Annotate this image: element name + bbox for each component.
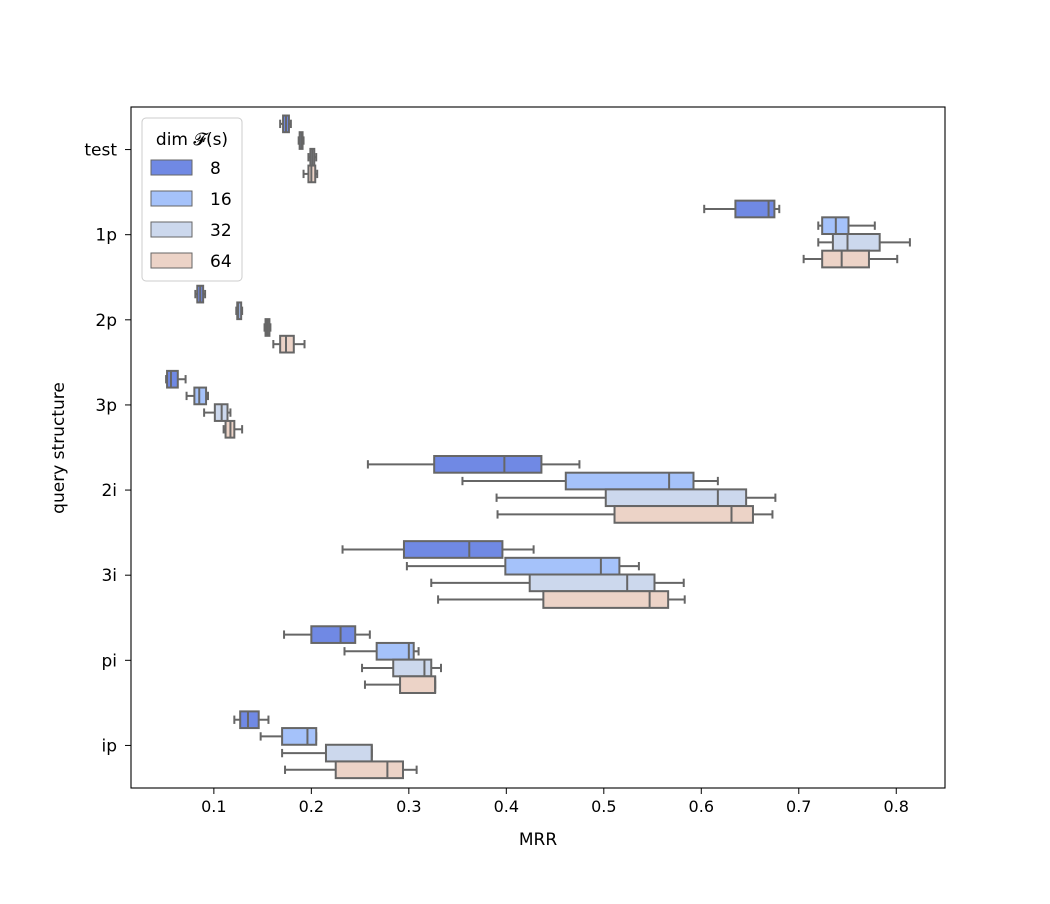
box-3i-64 — [437, 590, 686, 609]
box-iqr — [734, 199, 776, 219]
box-iqr — [324, 743, 373, 763]
y-tick-label: 2i — [101, 481, 117, 501]
box-ip-16 — [259, 727, 318, 746]
x-tick-label: 0.4 — [494, 797, 519, 816]
box-iqr — [542, 590, 670, 609]
box-1p-16 — [817, 216, 876, 236]
box-1p-64 — [802, 249, 899, 269]
box-test-16 — [297, 131, 305, 150]
x-axis-label: MRR — [519, 830, 557, 850]
box-iqr — [310, 625, 357, 644]
box-2p-8 — [194, 284, 207, 304]
legend-swatch-8 — [150, 159, 193, 176]
legend: dim 𝓕(s) 8 16 32 64 — [141, 117, 243, 282]
x-tick-label: 0.3 — [396, 797, 421, 816]
box-test-32 — [307, 147, 318, 167]
box-iqr — [613, 505, 754, 524]
box-2i-8 — [366, 455, 581, 474]
y-tick-label: test — [84, 141, 117, 161]
y-axis: test 1p 2p 3p 2i 3i pi ip — [84, 141, 131, 756]
box-ip-8 — [233, 710, 270, 730]
y-tick-label: pi — [101, 651, 117, 671]
legend-label-8: 8 — [210, 159, 221, 179]
box-3p-64 — [222, 419, 244, 439]
box-iqr — [564, 471, 695, 491]
box-pi-64 — [363, 675, 437, 695]
box-iqr — [334, 760, 404, 780]
box-iqr — [821, 249, 870, 269]
legend-swatch-32 — [150, 221, 193, 238]
box-iqr — [402, 540, 504, 559]
x-tick-label: 0.6 — [689, 797, 714, 816]
box-test-8 — [279, 114, 292, 134]
plot-frame — [130, 106, 946, 789]
box-iqr — [392, 658, 433, 678]
legend-label-64: 64 — [210, 252, 232, 272]
box-1p-32 — [817, 233, 911, 252]
box-ip-32 — [281, 743, 373, 763]
x-tick-label: 0.8 — [884, 797, 909, 816]
y-axis-label: query structure — [49, 382, 69, 514]
y-tick-label: 1p — [95, 226, 117, 246]
box-pi-8 — [283, 625, 371, 644]
box-1p-8 — [703, 199, 781, 219]
x-tick-label: 0.7 — [786, 797, 811, 816]
boxes-layer — [165, 114, 911, 780]
box-iqr — [504, 556, 621, 576]
box-iqr — [399, 675, 437, 695]
x-tick-label: 0.5 — [591, 797, 616, 816]
box-iqr — [281, 727, 318, 746]
legend-swatch-64 — [150, 252, 193, 269]
box-3i-8 — [341, 540, 535, 559]
box-2p-64 — [272, 334, 306, 354]
box-2p-16 — [235, 301, 244, 321]
box-test-64 — [302, 164, 319, 184]
box-iqr — [831, 233, 881, 252]
box-iqr — [166, 369, 179, 389]
box-iqr — [239, 710, 260, 730]
box-pi-16 — [343, 641, 420, 661]
legend-title: dim 𝓕(s) — [156, 130, 228, 150]
box-iqr — [433, 455, 543, 474]
box-2i-64 — [496, 505, 774, 524]
legend-swatch-16 — [150, 190, 193, 207]
box-3p-16 — [185, 386, 210, 406]
box-2p-32 — [263, 318, 272, 337]
legend-items: 8 16 32 64 — [150, 159, 232, 272]
y-tick-label: 2p — [95, 311, 117, 331]
box-iqr — [528, 573, 656, 593]
y-tick-label: ip — [101, 736, 117, 756]
x-tick-label: 0.1 — [201, 797, 226, 816]
box-3p-8 — [165, 369, 187, 389]
box-ip-64 — [284, 760, 418, 780]
x-axis: 0.1 0.2 0.3 0.4 0.5 0.6 0.7 0.8 — [201, 788, 909, 816]
box-3p-32 — [203, 403, 232, 422]
box-iqr — [604, 488, 748, 508]
legend-label-32: 32 — [210, 221, 232, 241]
box-3i-32 — [430, 573, 685, 593]
y-tick-label: 3p — [95, 396, 117, 416]
y-tick-label: 3i — [101, 566, 117, 586]
legend-label-16: 16 — [210, 190, 232, 210]
x-tick-label: 0.2 — [299, 797, 324, 816]
